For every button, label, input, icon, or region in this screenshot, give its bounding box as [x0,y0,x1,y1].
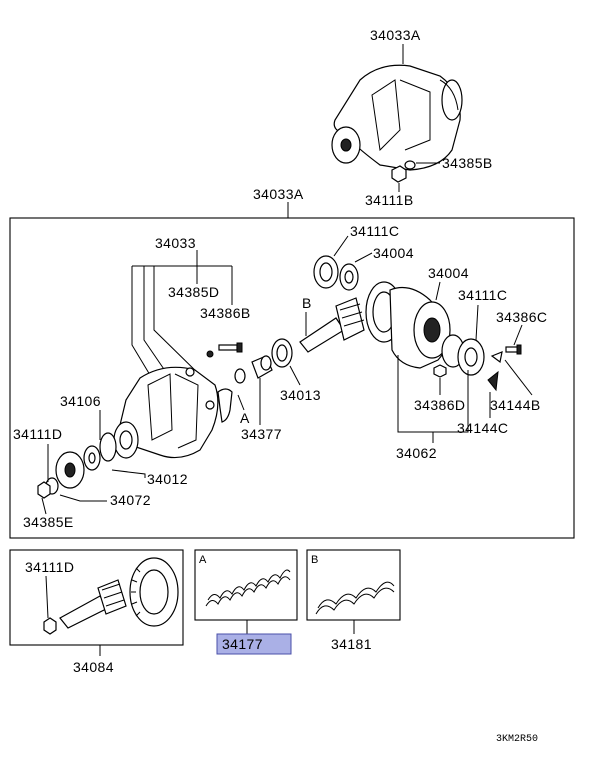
nut-34385d-part[interactable] [206,350,214,358]
top-nut-34111b-part[interactable] [391,165,407,183]
label-34385e: 34385E [23,514,74,530]
bearing-34004-part[interactable] [339,263,359,291]
label-34033: 34033 [155,235,196,251]
pinion-gear-part[interactable] [59,579,127,629]
label-34072: 34072 [110,492,151,508]
nut-34385e-part[interactable] [37,481,51,499]
bolt-34386b-part[interactable] [218,342,243,353]
flange-34012-part[interactable] [55,451,85,489]
bearing-34111c-part[interactable] [313,255,339,289]
bracket-34144b-part[interactable] [490,351,503,364]
box-a-marker: A [199,554,207,566]
collapsible-spacer-34377-part[interactable] [251,355,273,379]
top-nut-34385b-part[interactable] [404,160,416,170]
spacer-part[interactable] [83,445,101,471]
label-34111c-top: 34111C [350,223,399,239]
label-34084: 34084 [73,659,114,675]
label-34144b: 34144B [490,397,541,413]
label-34004-right: 34004 [428,265,469,281]
main-assembly-frame [9,217,575,539]
oil-seal-34106-part[interactable] [99,432,117,462]
label-34386c: 34386C [496,309,547,325]
reference-code: 3KM2R50 [496,734,538,745]
marker-b-main: B [302,295,312,311]
label-34177[interactable]: 34177 [222,636,263,652]
bracket-34144c-part[interactable] [487,370,499,392]
label-34111b: 34111B [365,192,414,208]
label-34004-top: 34004 [373,245,414,261]
box-b-marker: B [311,554,318,566]
bearing-34013-part[interactable] [271,338,293,368]
gasket-bracket-part[interactable] [217,388,233,423]
label-34111d-left: 34111D [13,426,62,442]
differential-case-part[interactable] [389,287,451,369]
label-34111d-gear: 34111D [25,559,74,575]
carrier-case-part[interactable] [113,366,219,459]
label-34106: 34106 [60,393,101,409]
label-34385b: 34385B [442,155,493,171]
drive-pinion-part[interactable] [299,297,365,353]
spring-34181-part[interactable] [315,581,395,615]
label-34033a-top: 34033A [370,27,421,43]
bolt-34386d-part[interactable] [433,364,447,378]
label-34033a-main: 34033A [253,186,304,202]
label-34144c: 34144C [457,420,508,436]
label-34181: 34181 [331,636,372,652]
top-differential-assembly[interactable] [331,64,463,171]
ring-gear-34084-part[interactable] [129,557,179,627]
label-34012: 34012 [147,471,188,487]
gear-set-frame [9,549,184,646]
spring-34177-part[interactable] [205,569,291,607]
label-34111c-right: 34111C [458,287,507,303]
spring-b-frame [306,549,401,621]
label-34062: 34062 [396,445,437,461]
bolt-34386c-part[interactable] [505,344,522,355]
label-34377: 34377 [241,426,282,442]
bearing-34111c-b-part[interactable] [457,338,485,376]
highlight-34177 [216,633,292,655]
pinion-nut-part[interactable] [43,617,57,635]
label-34386d: 34386D [414,397,465,413]
marker-a-main: A [240,410,250,426]
label-34013: 34013 [280,387,321,403]
label-34386b: 34386B [200,305,251,321]
snap-ring-part[interactable] [234,368,246,384]
spring-a-frame [194,549,298,621]
label-34385d: 34385D [168,284,219,300]
